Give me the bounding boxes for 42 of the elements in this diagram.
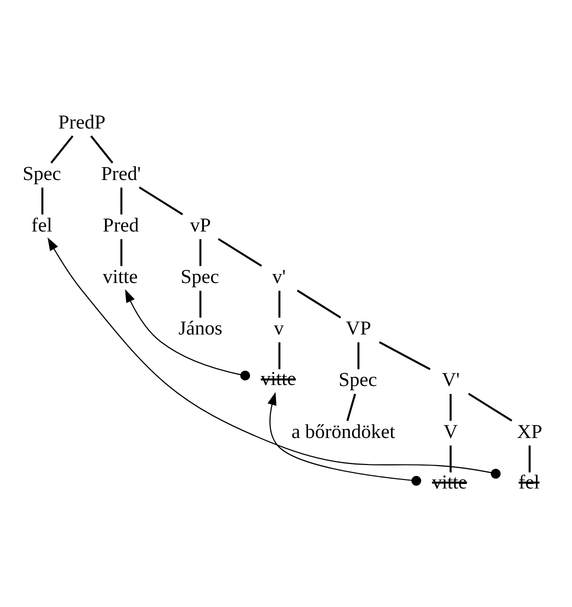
connector <box>138 186 184 215</box>
connector <box>218 238 262 266</box>
connector <box>450 445 452 472</box>
node-text: Spec <box>180 266 220 288</box>
node-text: Spec <box>338 368 378 391</box>
node-text: János <box>178 317 222 340</box>
connector <box>199 238 202 266</box>
node-text: vP <box>190 214 211 236</box>
node-text: fel <box>31 214 52 236</box>
connector <box>346 393 356 421</box>
arrow <box>268 391 422 486</box>
node-text: PredP <box>58 110 106 133</box>
arrow <box>125 288 250 380</box>
connector <box>528 445 531 472</box>
connector <box>278 342 280 369</box>
connector <box>41 187 44 214</box>
node-text: vitte <box>432 470 468 493</box>
connector <box>468 392 512 422</box>
node-text: V' <box>442 368 460 391</box>
node-text: vitte <box>260 368 296 390</box>
node-text: VP <box>346 317 372 340</box>
node-text: Pred' <box>101 162 141 184</box>
node-text: Spec <box>22 162 62 184</box>
node-text: XP <box>517 420 542 442</box>
connector <box>357 342 360 369</box>
node-text: a bőröndöket <box>291 420 396 442</box>
connector <box>278 290 280 318</box>
arrow <box>48 236 501 478</box>
node-text: Pred <box>102 214 139 236</box>
node-text: v' <box>272 266 286 288</box>
node-text: V <box>443 420 458 442</box>
connector <box>120 187 122 214</box>
node-text: v <box>274 317 284 340</box>
connector <box>378 340 431 370</box>
connector <box>90 134 114 164</box>
connector <box>50 134 74 164</box>
node-text: vitte <box>102 266 138 288</box>
connector <box>450 393 452 420</box>
connector <box>120 238 122 266</box>
node-text: fel <box>518 470 540 493</box>
connector <box>199 290 202 318</box>
connector <box>296 289 342 318</box>
